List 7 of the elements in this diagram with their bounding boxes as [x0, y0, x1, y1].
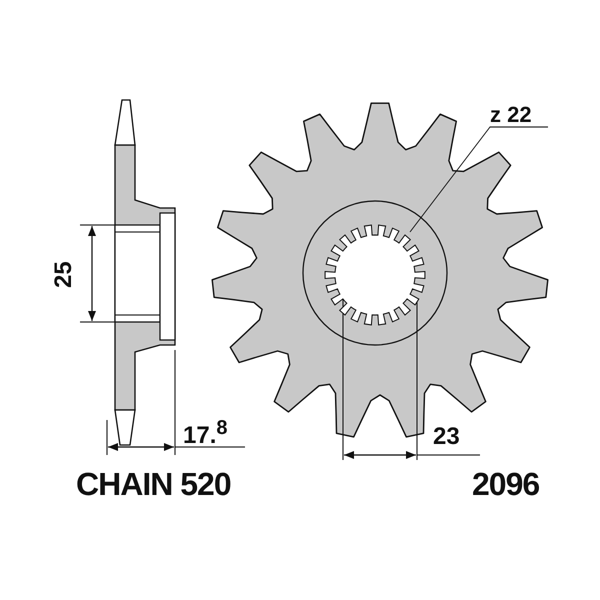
callout-label: z 22 [490, 104, 550, 128]
leader-line [410, 126, 548, 232]
part-number: 2096 [472, 468, 540, 500]
dimension-value: 23 [433, 425, 460, 449]
dimension-value: 17.$^{8}$ [183, 418, 228, 448]
dimension-value: 25 [52, 261, 76, 288]
chain-size-label: CHAIN 520 [76, 468, 231, 500]
